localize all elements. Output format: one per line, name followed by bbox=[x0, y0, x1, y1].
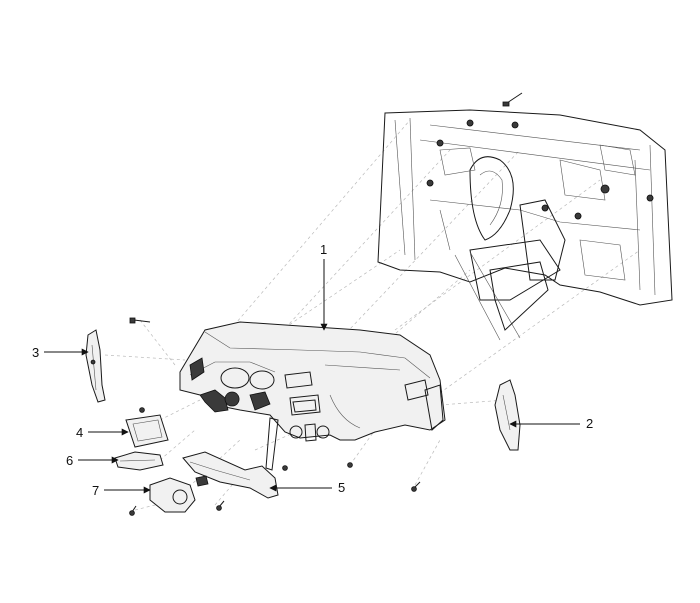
screw-icon bbox=[129, 505, 137, 516]
callout-label-1: 1 bbox=[320, 242, 327, 257]
fasteners bbox=[129, 317, 421, 516]
crash-pad-assembly bbox=[179, 321, 446, 471]
callout-label-3: 3 bbox=[32, 345, 39, 360]
callout-5: 5 bbox=[269, 480, 345, 495]
callout-label-6: 6 bbox=[66, 453, 73, 468]
bolt-icon bbox=[502, 92, 523, 107]
screw-icon bbox=[139, 407, 145, 413]
body-cowl-structure bbox=[377, 109, 673, 341]
lower-trim bbox=[114, 451, 164, 471]
alignment-guide-lines bbox=[104, 119, 641, 511]
side-trim-left bbox=[85, 329, 106, 403]
callout-label-7: 7 bbox=[92, 483, 99, 498]
callout-1: 1 bbox=[320, 242, 328, 331]
callout-6: 6 bbox=[66, 453, 119, 468]
cover-panel bbox=[125, 414, 169, 448]
column-shroud bbox=[149, 477, 196, 513]
callout-label-4: 4 bbox=[76, 425, 83, 440]
callout-label-2: 2 bbox=[586, 416, 593, 431]
callout-4: 4 bbox=[76, 425, 129, 440]
screw-icon bbox=[347, 462, 353, 468]
callout-7: 7 bbox=[92, 483, 151, 498]
screw-icon bbox=[216, 500, 225, 511]
screw-icon bbox=[411, 481, 421, 492]
side-trim-right bbox=[494, 379, 521, 451]
callout-label-5: 5 bbox=[338, 480, 345, 495]
lower-panel bbox=[182, 451, 279, 499]
callout-3: 3 bbox=[32, 345, 89, 360]
callout-2: 2 bbox=[509, 416, 593, 431]
screw-icon bbox=[129, 317, 151, 324]
screw-icon bbox=[282, 465, 288, 471]
